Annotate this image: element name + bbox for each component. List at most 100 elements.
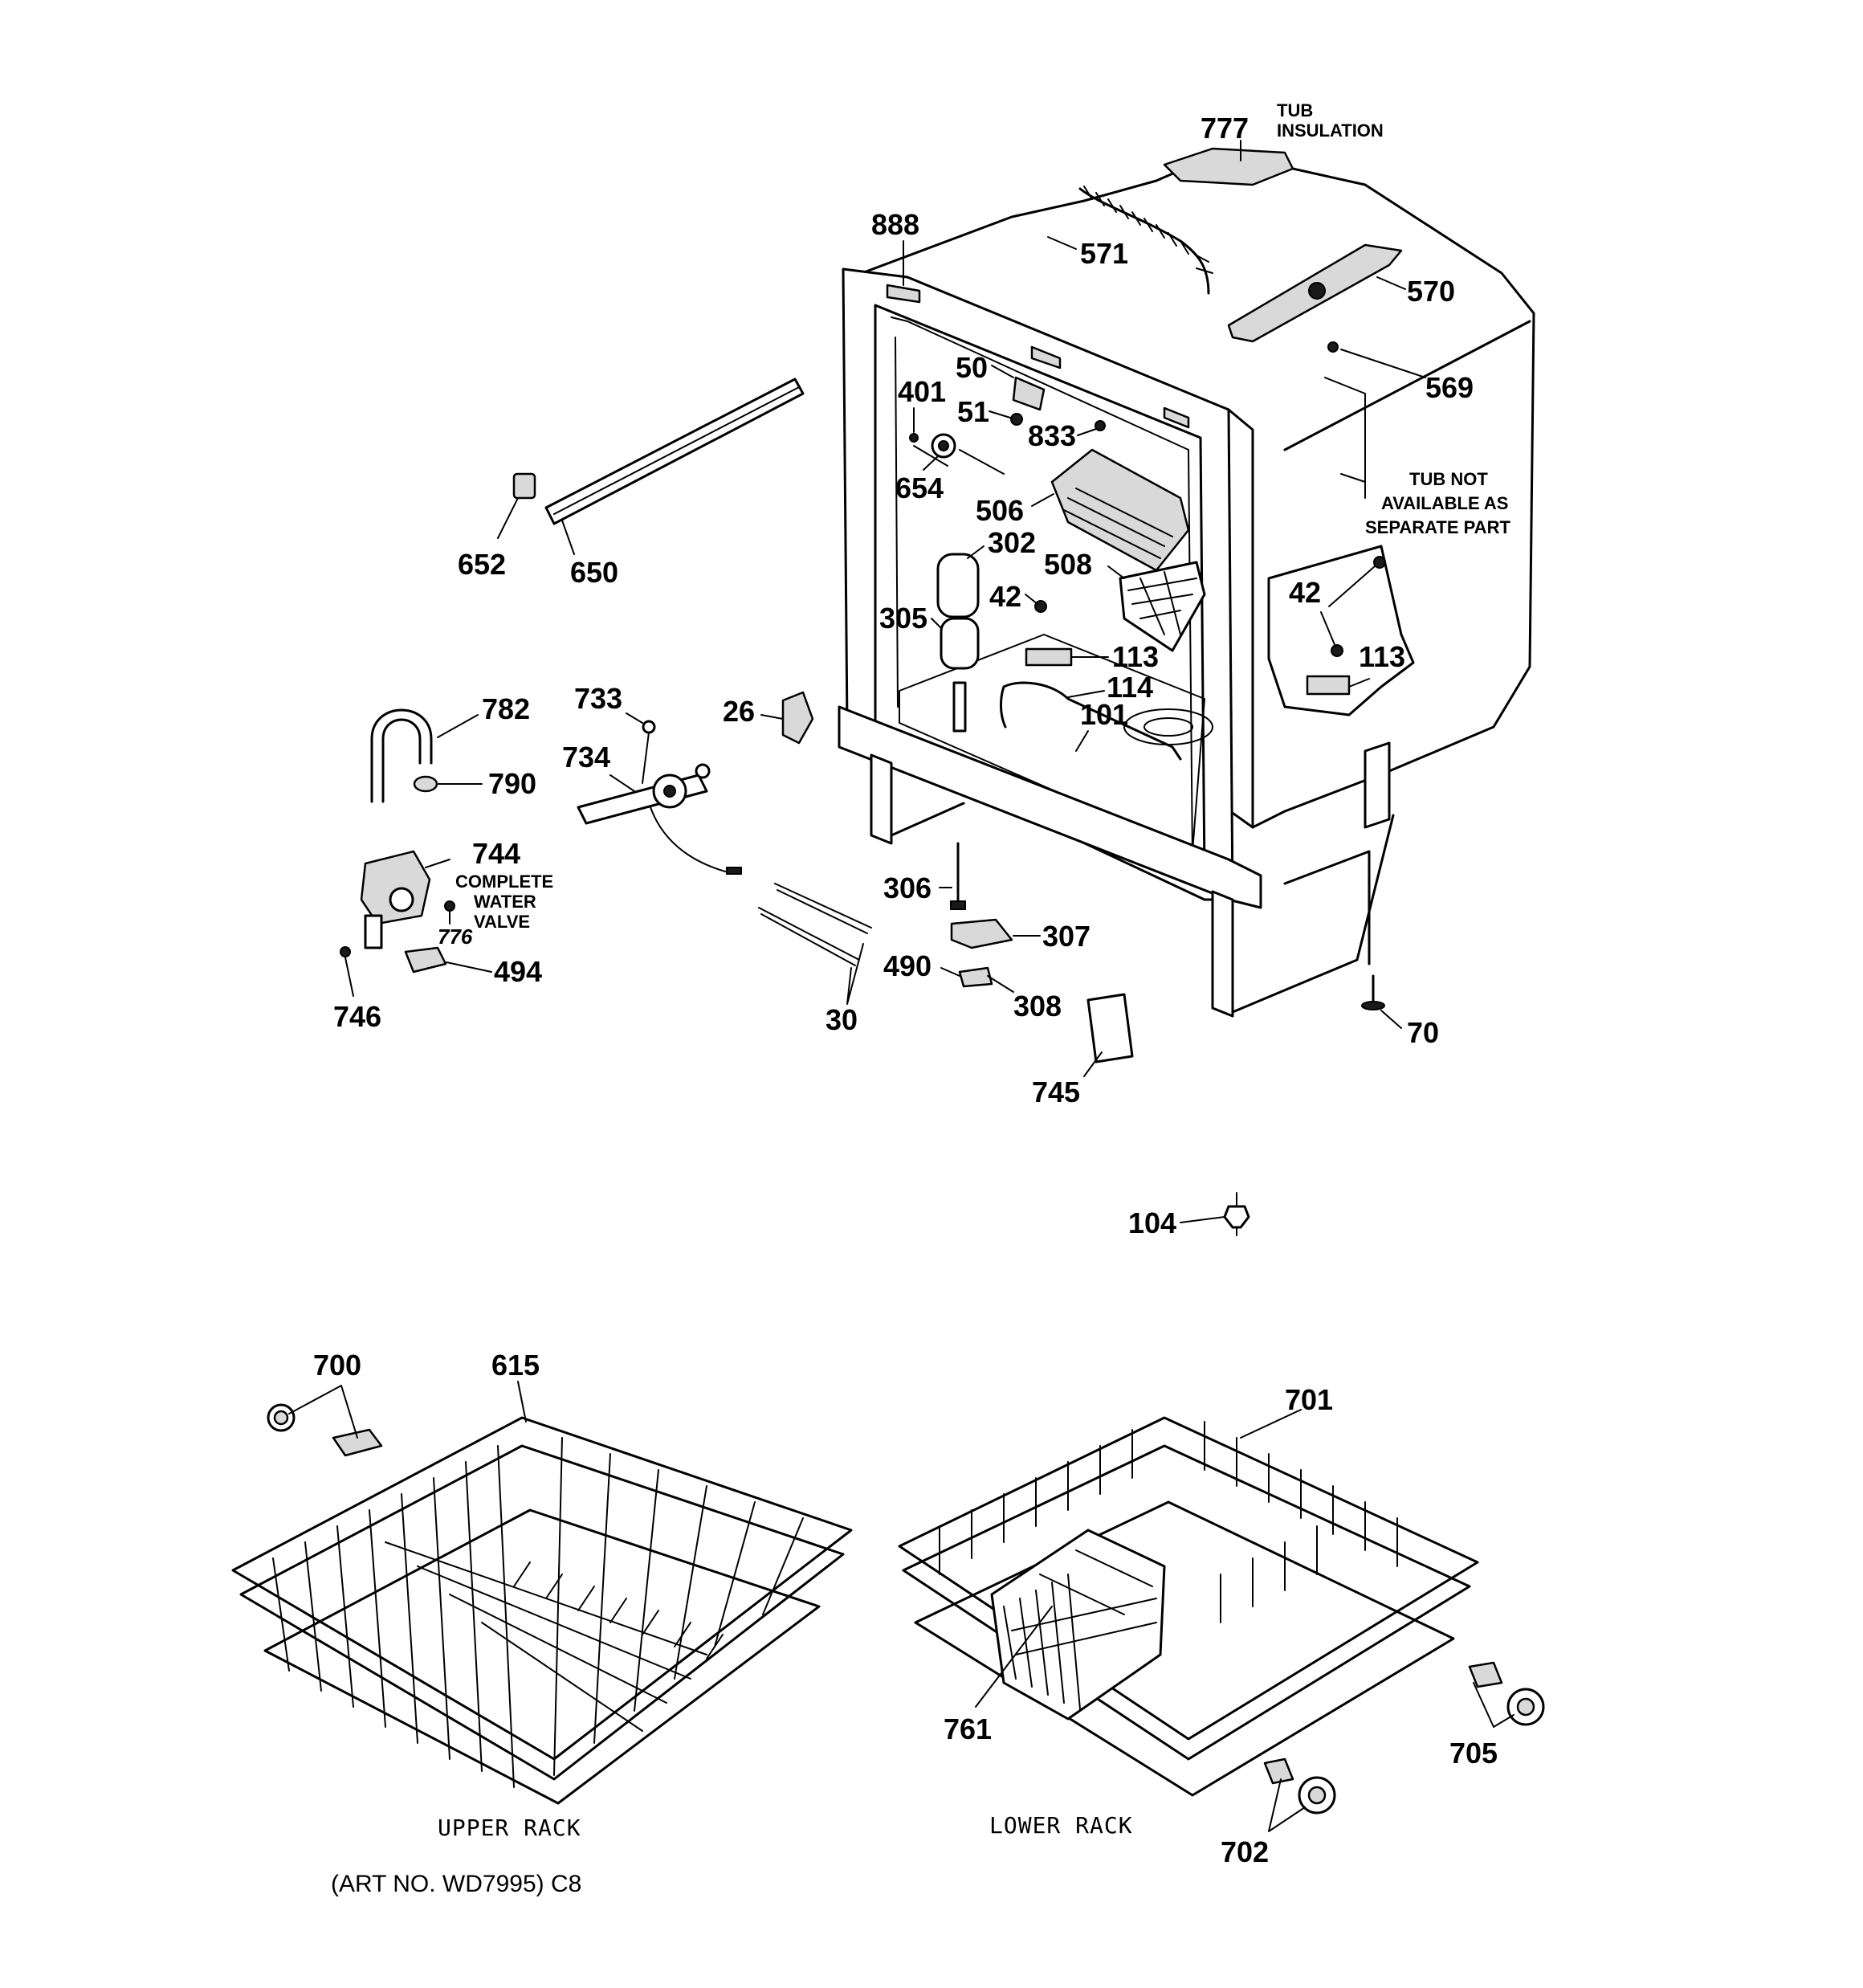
label-777: 777 — [1201, 112, 1249, 145]
wheel-702-hub — [1307, 1786, 1327, 1805]
screw-746 — [340, 946, 351, 957]
ring-733 — [642, 720, 656, 734]
plug-104 — [1223, 1205, 1250, 1229]
tub-floor — [899, 634, 1205, 852]
screw-569 — [1327, 341, 1339, 353]
label-tub-insulation-2: INSULATION — [1277, 120, 1384, 141]
leader-744 — [425, 859, 450, 868]
clip-113-right — [1306, 675, 1351, 696]
label-50: 50 — [956, 351, 988, 384]
pad-745 — [1086, 993, 1134, 1063]
leader-746 — [344, 957, 354, 997]
leader-702 — [1268, 1778, 1306, 1832]
leader-733 — [626, 712, 643, 724]
rack-stop-700a-hub — [273, 1410, 289, 1426]
label-569: 569 — [1425, 371, 1474, 404]
label-490: 490 — [883, 949, 932, 982]
leader-761 — [975, 1606, 1053, 1708]
water-valve-744 — [360, 850, 431, 925]
base-frame — [838, 705, 1262, 909]
clip-652 — [512, 472, 536, 500]
leader-42b-2 — [1320, 611, 1336, 647]
leader-42a — [1025, 594, 1038, 605]
hinge-bracket-888 — [886, 284, 921, 304]
label-51: 51 — [957, 395, 989, 428]
label-508: 508 — [1044, 548, 1092, 581]
label-113a: 113 — [1112, 640, 1159, 673]
hinge-bracket-top — [1030, 345, 1062, 369]
screw-401 — [909, 433, 919, 443]
leader-308 — [987, 975, 1014, 993]
label-307: 307 — [1042, 920, 1090, 953]
label-114: 114 — [1107, 671, 1153, 704]
label-42b: 42 — [1289, 576, 1321, 609]
filter-508 — [1119, 561, 1206, 652]
label-26: 26 — [723, 695, 755, 728]
label-tubnote-3: SEPARATE PART — [1365, 517, 1510, 537]
label-tubnote-1: TUB NOT — [1409, 469, 1488, 489]
leader-570 — [1376, 276, 1406, 290]
tub-insulation — [1163, 147, 1294, 186]
tub-assembly — [838, 147, 1535, 1018]
label-complete-3: VALVE — [474, 912, 530, 932]
leader-833 — [1077, 428, 1097, 436]
connector-494 — [404, 946, 447, 974]
label-746: 746 — [333, 1000, 381, 1033]
label-570: 570 — [1407, 275, 1455, 308]
leg-rail — [890, 802, 1395, 1014]
timer-nut — [695, 763, 711, 779]
leader-615 — [517, 1381, 527, 1423]
callout-labels: 777 TUB INSULATION 888 571 570 569 50 40… — [313, 100, 1510, 1868]
label-615: 615 — [491, 1349, 540, 1382]
fill-tube-coils — [1083, 186, 1213, 274]
label-complete-2: WATER — [474, 892, 536, 912]
leader-705 — [1473, 1682, 1514, 1728]
tub-side-edge — [1227, 320, 1531, 829]
label-302: 302 — [988, 526, 1036, 559]
screw-833 — [1095, 420, 1106, 431]
lower-rack-rim — [898, 1416, 1479, 1741]
leader-571 — [1047, 236, 1077, 250]
pump-302 — [936, 553, 980, 618]
leader-113b — [1348, 678, 1370, 688]
leader-745 — [1083, 1051, 1103, 1077]
wire-terminal — [726, 867, 742, 875]
leader-lines — [288, 140, 1514, 1832]
leader-734 — [609, 774, 635, 792]
rack-stop-700b — [332, 1428, 383, 1457]
timer-wire — [650, 806, 736, 875]
spray-arm-hub — [1308, 282, 1326, 300]
label-733: 733 — [574, 682, 622, 715]
captions: UPPER RACK LOWER RACK (ART NO. WD7995) C… — [331, 1812, 1132, 1897]
valve-port — [389, 887, 414, 912]
leader-104 — [1180, 1216, 1225, 1223]
label-571: 571 — [1080, 237, 1128, 270]
leader-302 — [967, 545, 984, 559]
label-506: 506 — [976, 494, 1024, 527]
label-652: 652 — [458, 548, 506, 581]
leader-50 — [991, 365, 1014, 378]
label-104: 104 — [1128, 1206, 1176, 1239]
label-30: 30 — [826, 1003, 858, 1036]
label-776: 776 — [438, 925, 473, 949]
label-744: 744 — [472, 837, 520, 870]
leg-70-foot — [1361, 1001, 1385, 1010]
leader-782 — [437, 714, 479, 738]
bracket-26 — [781, 691, 814, 745]
hose-782 — [373, 710, 430, 806]
clip-113-left — [1025, 647, 1073, 667]
loose-parts — [340, 378, 1385, 1236]
leader-51 — [989, 410, 1011, 418]
leader-494 — [446, 961, 492, 973]
label-745: 745 — [1032, 1076, 1080, 1108]
label-306: 306 — [883, 872, 932, 904]
label-101: 101 — [1080, 698, 1128, 731]
filter-grid — [1127, 571, 1197, 635]
screw-42-right-b — [1331, 644, 1343, 657]
bolt-306-head — [950, 900, 966, 910]
switch-rod — [913, 445, 1005, 475]
hose-782-outline — [370, 708, 433, 803]
side-plate — [1267, 545, 1415, 716]
valve-bracket — [364, 914, 383, 949]
